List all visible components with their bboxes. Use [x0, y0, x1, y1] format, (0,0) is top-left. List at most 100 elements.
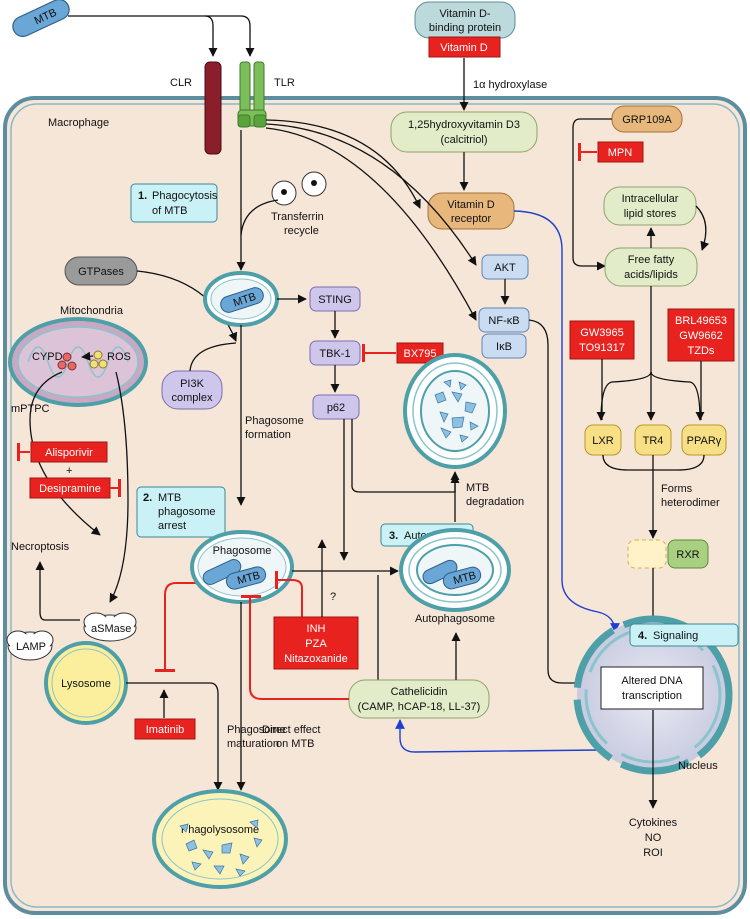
svg-text:binding protein: binding protein	[429, 22, 501, 34]
svg-text:LAMP: LAMP	[16, 641, 46, 653]
svg-text:RXR: RXR	[676, 549, 699, 561]
svg-text:TR4: TR4	[643, 435, 664, 447]
clr-receptor	[204, 61, 222, 155]
svg-text:MTB: MTB	[158, 492, 181, 504]
mtb-degradation-label-1: MTB	[466, 482, 489, 494]
svg-text:4.: 4.	[638, 630, 647, 642]
svg-text:Imatinib: Imatinib	[146, 724, 185, 736]
no-label: NO	[645, 832, 662, 844]
vitamin-d-binding-protein: Vitamin D- binding protein	[414, 1, 516, 39]
svg-text:transcription: transcription	[622, 690, 682, 702]
altered-dna-transcription-node: Altered DNA transcription	[600, 666, 704, 710]
p62-node: p62	[312, 394, 360, 420]
plus-label: +	[66, 465, 72, 477]
svg-text:Phagolysosome: Phagolysosome	[181, 824, 259, 836]
svg-text:(CAMP, hCAP-18, LL-37): (CAMP, hCAP-18, LL-37)	[358, 701, 481, 713]
svg-text:acids/lipids: acids/lipids	[624, 269, 678, 281]
imatinib-drug: Imatinib	[134, 718, 196, 740]
svg-text:STING: STING	[318, 294, 352, 306]
svg-text:TZDs: TZDs	[688, 345, 715, 357]
nfkb-node: NF-κB	[478, 307, 530, 333]
svg-text:of MTB: of MTB	[152, 205, 187, 217]
autophagosome: MTB	[399, 528, 511, 612]
free-fatty-acids-node: Free fatty acids/lipids	[604, 247, 698, 287]
tbk1-node: TBK-1	[309, 340, 361, 366]
svg-text:complex: complex	[172, 392, 213, 404]
roi-label: ROI	[643, 847, 663, 859]
svg-text:PI3K: PI3K	[180, 378, 205, 390]
svg-text:1,25hydroxyvitamin D3: 1,25hydroxyvitamin D3	[408, 119, 520, 131]
step1-phagocytosis-box: 1. Phagocytosis of MTB	[130, 183, 218, 223]
svg-text:1.: 1.	[138, 190, 147, 202]
svg-text:Nitazoxanide: Nitazoxanide	[284, 653, 348, 665]
svg-text:arrest: arrest	[158, 520, 186, 532]
transferrin-label-2: recycle	[284, 225, 319, 237]
svg-text:GW9662: GW9662	[679, 330, 722, 342]
svg-text:PPARγ: PPARγ	[687, 435, 722, 447]
svg-text:MTB: MTB	[452, 569, 478, 587]
svg-text:Altered DNA: Altered DNA	[621, 675, 683, 687]
svg-text:MPN: MPN	[608, 147, 633, 159]
vitamin-d-receptor-node: Vitamin D receptor	[427, 192, 515, 230]
early-phagosome: MTB	[203, 271, 279, 327]
nucleus-label: Nucleus	[678, 760, 718, 772]
clr-label: CLR	[170, 77, 192, 89]
svg-text:BRL49653: BRL49653	[675, 315, 727, 327]
phagosome: Phagosome MTB	[190, 530, 294, 604]
gw3965-drug: GW3965 TO91317	[569, 320, 635, 360]
svg-text:(calcitriol): (calcitriol)	[440, 134, 487, 146]
lxr-node: LXR	[584, 424, 622, 456]
svg-text:Intracellular: Intracellular	[622, 193, 679, 205]
step4-signaling-box: 4. Signaling	[629, 623, 739, 647]
svg-text:MTB: MTB	[236, 569, 262, 587]
svg-text:2.: 2.	[143, 492, 152, 504]
vitamin-d-box: Vitamin D	[428, 36, 501, 58]
svg-text:AKT: AKT	[494, 262, 516, 274]
svg-text:Signaling: Signaling	[653, 630, 698, 642]
svg-text:GW3965: GW3965	[580, 327, 623, 339]
bx795-drug: BX795	[396, 342, 444, 364]
svg-text:Alisporivir: Alisporivir	[45, 447, 93, 459]
tr4-node: TR4	[634, 424, 672, 456]
phagosome-maturation-label-1: Phagosome	[227, 724, 286, 736]
phagolysosome: Phagolysosome	[152, 789, 288, 889]
svg-text:receptor: receptor	[451, 213, 492, 225]
question-mark: ?	[330, 591, 336, 603]
svg-text:Vitamin D: Vitamin D	[447, 199, 495, 211]
transferrin-label-1: Transferrin	[271, 211, 324, 223]
cathelicidin-node: Cathelicidin (CAMP, hCAP-18, LL-37)	[348, 679, 490, 719]
transferrin-receptors	[271, 171, 327, 206]
gtpases-node: GTPases	[64, 256, 138, 286]
hydroxylase-label: 1α hydroxylase	[473, 79, 547, 91]
grp109a-node: GRP109A	[611, 105, 683, 133]
phagosome-formation-label-2: formation	[245, 429, 291, 441]
ikb-node: IκB	[481, 333, 527, 359]
akt-node: AKT	[481, 254, 529, 280]
degradation-vesicle	[403, 353, 507, 469]
svg-text:Vitamin D: Vitamin D	[440, 42, 488, 54]
svg-text:NF-κB: NF-κB	[488, 315, 519, 327]
svg-text:INH: INH	[307, 623, 326, 635]
macrophage-label: Macrophage	[48, 117, 109, 129]
svg-text:Desipramine: Desipramine	[39, 483, 101, 495]
svg-text:LXR: LXR	[592, 435, 613, 447]
svg-text:phagosome: phagosome	[158, 506, 216, 518]
tlr-receptor	[237, 61, 267, 128]
svg-text:ROS: ROS	[107, 351, 131, 363]
desipramine-drug: Desipramine	[29, 477, 111, 499]
mtb-bacterium-external: MTB	[12, 0, 70, 38]
necroptosis-label: Necroptosis	[11, 541, 70, 553]
alisporivir-drug: Alisporivir	[30, 441, 108, 463]
svg-text:Vitamin D-: Vitamin D-	[439, 8, 490, 20]
forms-heterodimer-label-1: Forms	[661, 483, 693, 495]
inh-pza-nitazoxanide-drug: INH PZA Nitazoxanide	[273, 616, 359, 670]
svg-text:Lysosome: Lysosome	[61, 678, 111, 690]
sting-node: STING	[309, 286, 361, 312]
mitochondria: CYPD ROS	[8, 317, 148, 407]
direct-effect-label-1: Direct effect	[262, 724, 321, 736]
svg-text:GRP109A: GRP109A	[622, 114, 672, 126]
svg-text:3.: 3.	[389, 530, 398, 542]
svg-text:Free fatty: Free fatty	[628, 254, 675, 266]
svg-text:lipid stores: lipid stores	[624, 208, 677, 220]
